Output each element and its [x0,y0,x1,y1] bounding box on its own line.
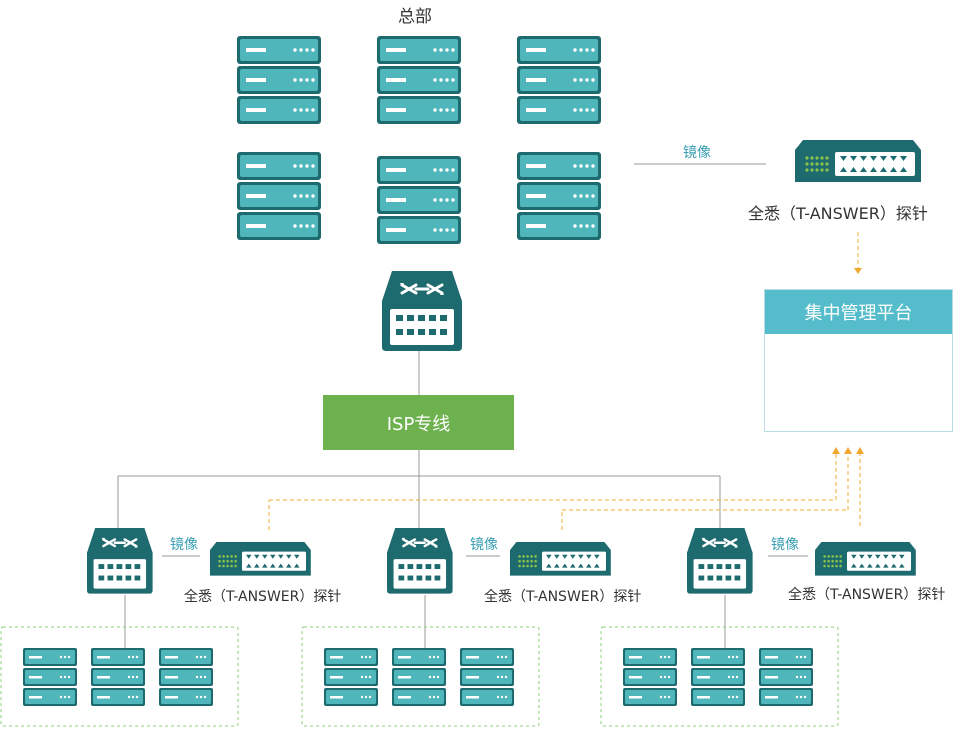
isp-label: ISP专线 [386,413,451,435]
hq-server-rack-icon [517,36,601,124]
hq-probe-label: 全悉（T-ANSWER）探针 [748,204,928,223]
branch-server-group [600,626,839,727]
hq-label: 总部 [398,7,432,27]
branch-probe-switch-icon [815,542,916,576]
branch-server-rack-icon [324,648,378,706]
branch-server-rack-icon [691,648,745,706]
hq-server-rack-icon [237,36,321,124]
platform-title: 集中管理平台 [765,290,952,334]
branch-probe-switch-icon [210,542,311,576]
hq-server-rack-icon [377,156,461,244]
hq-router-icon [380,269,464,353]
hq-probe-switch-icon [795,140,921,182]
branch-server-rack-icon [159,648,213,706]
branch-probe-label: 全悉（T-ANSWER）探针 [184,589,342,605]
connection-lines [117,163,808,648]
branch-server-rack-icon [623,648,677,706]
branch-server-rack-icon [392,648,446,706]
flow-arrowheads [832,268,864,454]
branch-server-rack-icon [759,648,813,706]
probe-data-flow-lines [268,232,861,530]
branch-server-rack-icon [460,648,514,706]
branch-router-icon [85,526,154,595]
management-platform: 集中管理平台 [764,289,953,432]
hq-mirror-label: 镜像 [683,145,711,161]
branch-mirror-label: 镜像 [470,537,498,553]
isp-line-box: ISP专线 [323,395,514,450]
branch-router-icon [385,526,454,595]
branch-probe-label: 全悉（T-ANSWER）探针 [484,589,642,605]
branch-server-rack-icon [91,648,145,706]
branch-probe-switch-icon [510,542,611,576]
hq-server-rack-icon [377,36,461,124]
hq-server-rack-icon [237,152,321,240]
branch-router-icon [685,526,754,595]
branch-mirror-label: 镜像 [170,537,198,553]
branch-server-group [0,626,239,727]
branch-mirror-label: 镜像 [771,537,799,553]
branch-probe-label: 全悉（T-ANSWER）探针 [788,587,946,603]
hq-server-rack-icon [517,152,601,240]
branch-server-rack-icon [23,648,77,706]
branch-server-group [301,626,540,727]
